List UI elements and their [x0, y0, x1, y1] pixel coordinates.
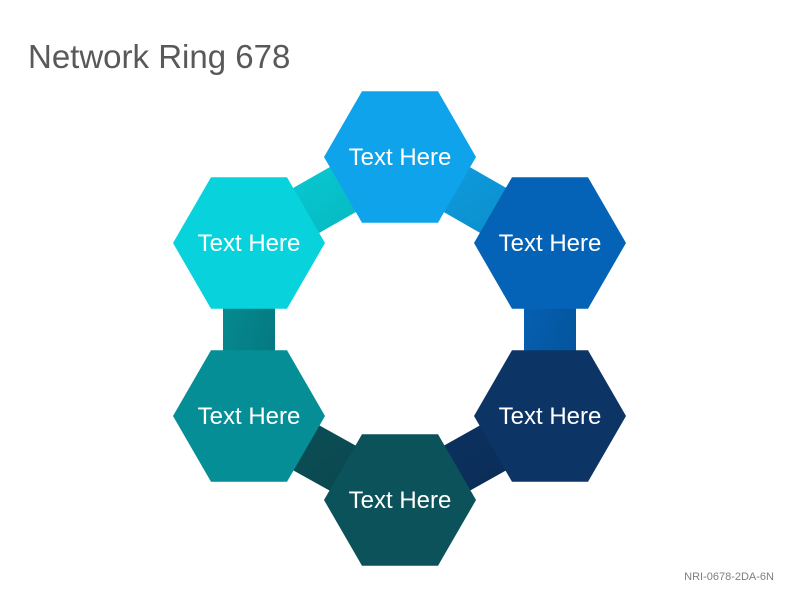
hex-label-1: Text Here	[349, 144, 452, 171]
hex-label-2: Text Here	[499, 230, 602, 257]
hex-node-4: Text Here	[324, 434, 476, 566]
hex-label-4: Text Here	[349, 487, 452, 514]
hex-node-3: Text Here	[474, 350, 626, 482]
hex-node-2: Text Here	[474, 177, 626, 309]
hex-node-5: Text Here	[173, 350, 325, 482]
hexagon-6	[173, 177, 325, 309]
hex-label-3: Text Here	[499, 403, 602, 430]
hex-label-5: Text Here	[198, 403, 301, 430]
hexagon-3	[474, 350, 626, 482]
hexagon-5	[173, 350, 325, 482]
hex-label-6: Text Here	[198, 230, 301, 257]
page-title: Network Ring 678	[28, 38, 291, 75]
hexagon-1	[324, 91, 476, 223]
hexagon-4	[324, 434, 476, 566]
hexagon-2	[474, 177, 626, 309]
hex-node-6: Text Here	[173, 177, 325, 309]
diagram-code: NRI-0678-2DA-6N	[684, 571, 774, 583]
hex-node-1: Text Here	[324, 91, 476, 223]
